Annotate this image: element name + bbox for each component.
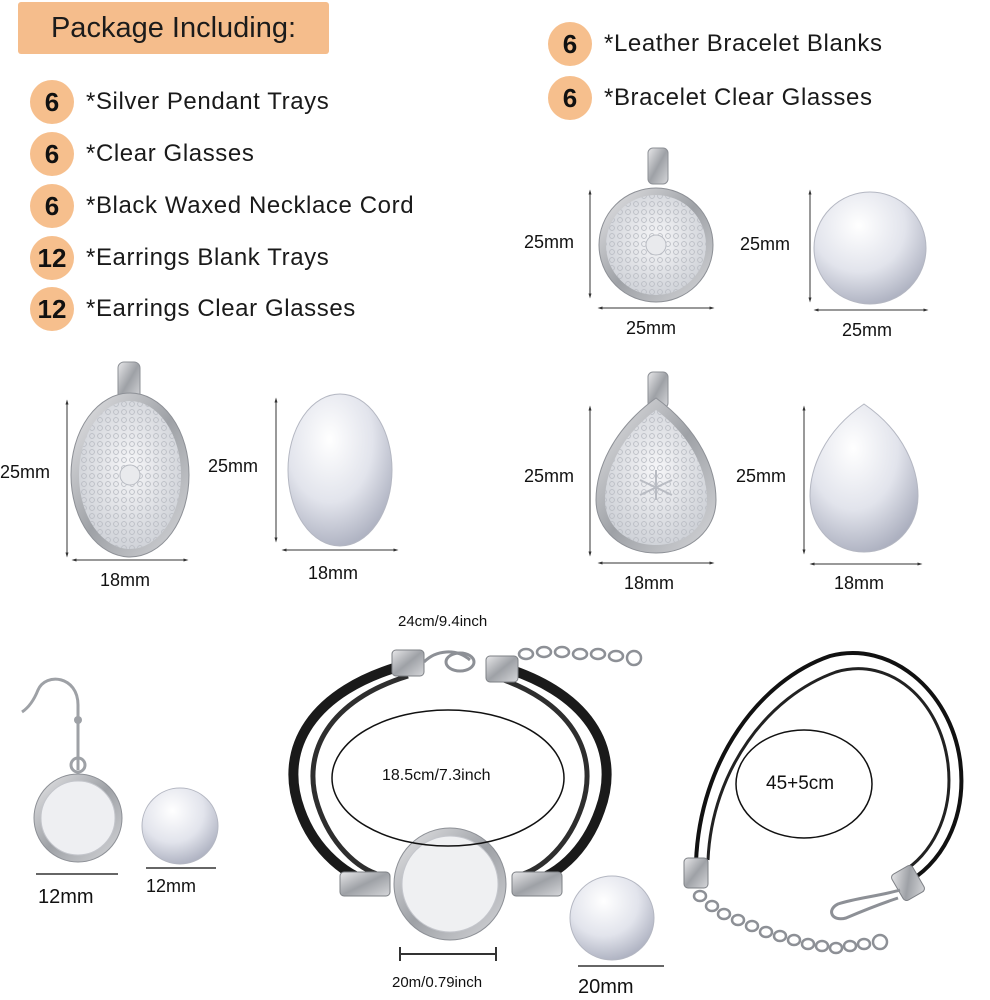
item-label: *Earrings Blank Trays (86, 244, 330, 271)
dimension-label: 24cm/9.4inch (398, 613, 488, 630)
dimension-label: 12mm (38, 886, 94, 908)
earring-blank-tray (21, 677, 123, 863)
dimension-label: 20mm (578, 976, 634, 998)
package-header: Package Including: (18, 2, 329, 54)
dimension-label: 25mm (842, 320, 893, 340)
list-item: 6 *Clear Glasses (30, 132, 254, 176)
quantity-badge: 6 (30, 80, 74, 124)
dimension-label: 12mm (146, 876, 197, 896)
item-label: *Earrings Clear Glasses (86, 295, 356, 322)
list-item: 6 *Black Waxed Necklace Cord (30, 184, 414, 228)
round-clear-glass (813, 191, 927, 305)
list-item: 12 *Earrings Blank Trays (30, 236, 329, 280)
earring-clear-glass (141, 787, 219, 865)
item-label: *Leather Bracelet Blanks (604, 30, 883, 57)
dimension-label: 25mm (524, 232, 575, 252)
quantity-badge: 12 (30, 236, 74, 280)
quantity-badge: 12 (30, 287, 74, 331)
quantity-badge: 6 (548, 76, 592, 120)
list-item: 6 *Leather Bracelet Blanks (548, 22, 883, 66)
dimension-label: 45+5cm (766, 773, 835, 794)
dimension-label: 18mm (624, 573, 675, 593)
teardrop-pendant-tray (595, 371, 717, 554)
dimension-label: 18mm (308, 563, 359, 583)
item-label: *Silver Pendant Trays (86, 88, 330, 115)
list-item: 6 *Bracelet Clear Glasses (548, 76, 873, 120)
quantity-badge: 6 (30, 132, 74, 176)
leather-bracelet-blank (288, 645, 643, 941)
oval-clear-glass (287, 393, 393, 547)
dimension-label: 18mm (834, 573, 885, 593)
quantity-badge: 6 (30, 184, 74, 228)
bracelet-clear-glass (569, 875, 655, 961)
list-item: 12 *Earrings Clear Glasses (30, 287, 356, 331)
dimension-label: 18.5cm/7.3inch (382, 767, 491, 784)
round-pendant-tray (598, 147, 714, 303)
dimension-label: 25mm (524, 466, 575, 486)
teardrop-clear-glass (809, 403, 919, 553)
dimension-label: 20m/0.79inch (392, 974, 483, 991)
quantity-badge: 6 (548, 22, 592, 66)
dimension-label: 25mm (0, 462, 51, 482)
dimension-label: 25mm (626, 318, 677, 338)
oval-pendant-tray (70, 361, 190, 558)
list-item: 6 *Silver Pendant Trays (30, 80, 329, 124)
black-waxed-necklace-cord (683, 651, 964, 955)
dimension-label: 25mm (208, 456, 259, 476)
item-label: *Clear Glasses (86, 140, 255, 167)
item-label: *Bracelet Clear Glasses (604, 84, 873, 111)
dimension-label: 25mm (740, 234, 791, 254)
item-label: *Black Waxed Necklace Cord (86, 192, 415, 219)
dimension-label: 18mm (100, 570, 151, 590)
dimension-label: 25mm (736, 466, 787, 486)
